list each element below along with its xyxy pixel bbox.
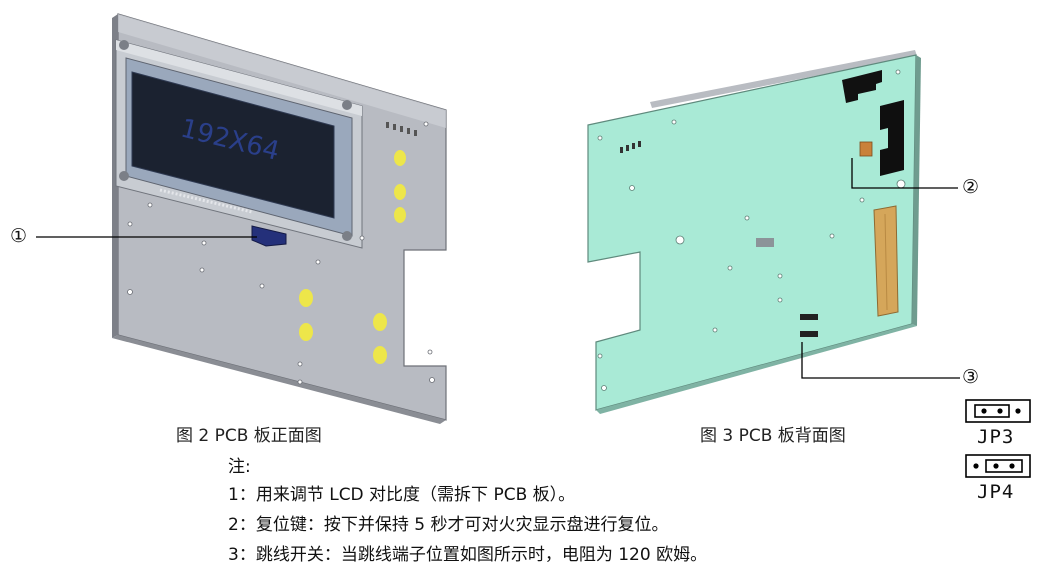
jp4-label: JP4 [977,481,1015,503]
front-mount-holes [127,121,435,385]
callout-1-label: ① [10,225,28,247]
callout-3-label: ③ [962,366,980,388]
back-jumper-jp4 [800,331,818,337]
front-button-3 [394,207,406,223]
back-gray-pad [756,238,774,247]
jp3-label: JP3 [977,426,1015,448]
back-figure-caption: 图 3 PCB 板背面图 [700,426,846,446]
pcb-front-view: 192X64 [112,13,447,424]
lcd-screen [131,71,335,219]
front-button-6 [373,313,387,331]
contrast-potentiometer [251,225,287,247]
back-green-board [587,54,917,411]
jumper-legend-jp4 [965,454,1031,478]
callout-2-label: ② [962,176,980,198]
black-bracket-reset [880,100,904,176]
note-item-3: 3：跳线开关：当跳线端子位置如图所示时，电阻为 120 欧姆。 [228,545,708,565]
front-button-7 [373,346,387,364]
pcb-back-view [587,50,921,414]
back-jumper-jp3 [800,314,818,320]
callout-3-leader [801,342,960,379]
front-button-4 [299,289,313,307]
front-header-pins [386,122,417,136]
front-button-2 [394,184,406,200]
front-figure-caption: 图 2 PCB 板正面图 [176,426,322,446]
reset-button [859,141,873,157]
front-button-1 [394,150,406,166]
callout-2-leader [851,158,958,189]
jumper-legend-jp3 [965,399,1031,423]
note-item-2: 2：复位键：按下并保持 5 秒才可对火灾显示盘进行复位。 [228,515,669,535]
black-bracket-top [842,70,882,103]
back-mount-holes [597,69,906,391]
back-header-pins [620,141,641,153]
front-button-5 [299,323,313,341]
notes-title: 注: [228,457,251,477]
note-item-1: 1：用来调节 LCD 对比度（需拆下 PCB 板）。 [228,485,576,505]
